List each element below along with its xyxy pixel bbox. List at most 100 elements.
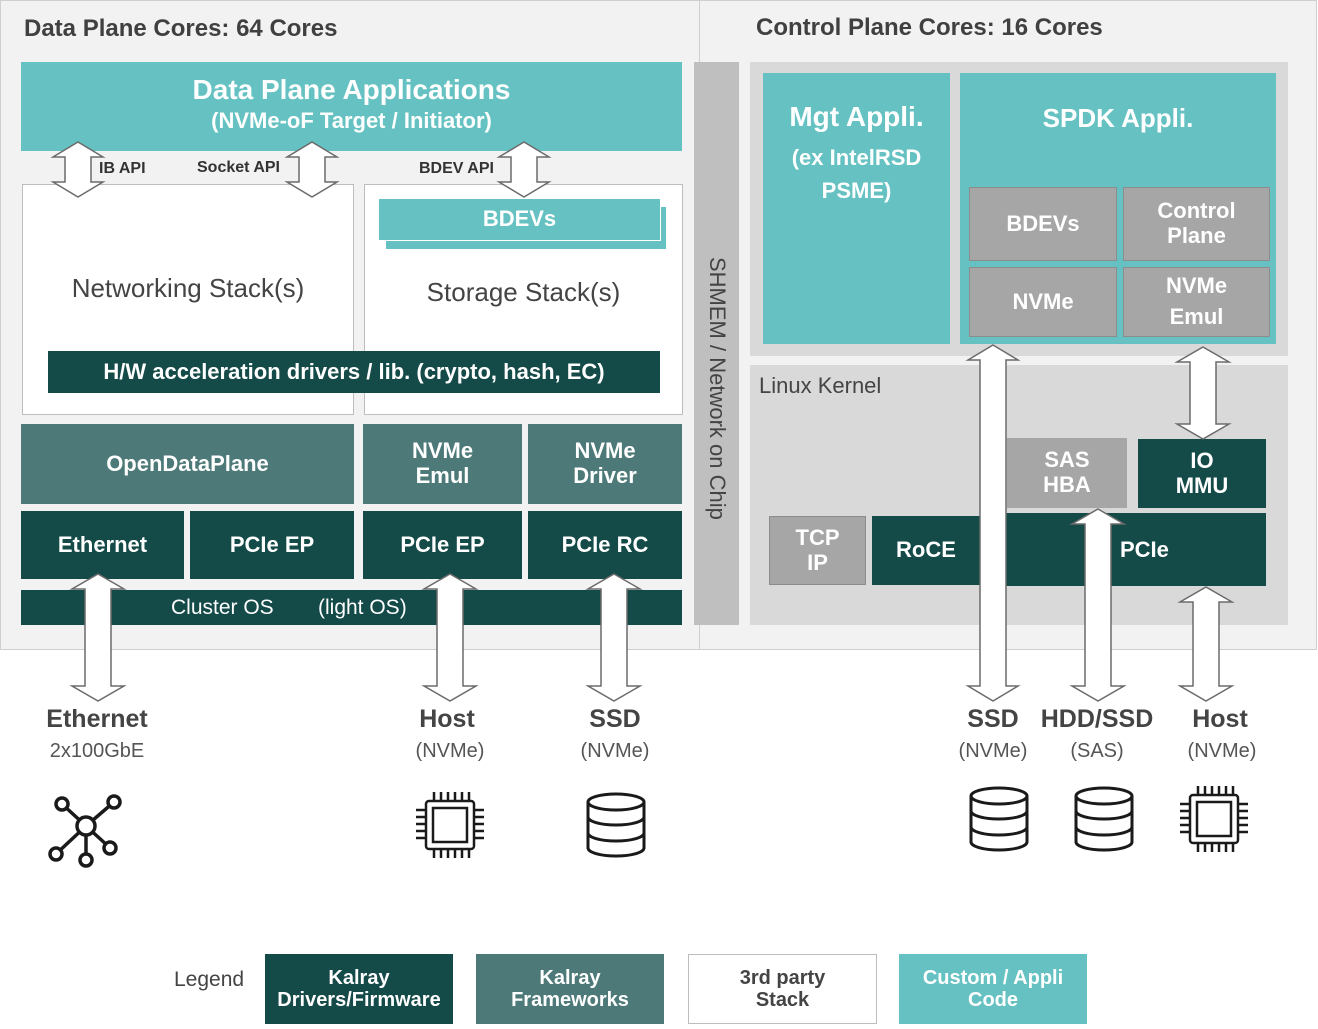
- endpoint-ssd-name: SSD: [589, 705, 641, 733]
- cp-nvme-label: NVMe: [1012, 288, 1074, 314]
- shmem-bar: SHMEM / Network on Chip: [694, 62, 739, 625]
- io-mmu-line1: IO: [1190, 447, 1214, 473]
- data-plane-applications: Data Plane Applications (NVMe-oF Target …: [21, 62, 682, 151]
- sas-hba-line1: SAS: [1044, 447, 1090, 473]
- endpoint-host-sub: (NVMe): [415, 740, 485, 762]
- pcie-label: PCIe: [1120, 537, 1169, 562]
- tcp-ip-line2: IP: [807, 549, 828, 575]
- database-icon: [586, 792, 646, 858]
- cluster-os-bar: Cluster OS (light OS): [21, 590, 682, 625]
- legend-kalray-frameworks-line1: Kalray: [539, 966, 601, 989]
- tcp-ip-block: TCP IP: [769, 516, 866, 585]
- host-arrow: [421, 573, 479, 702]
- bdevs-block: BDEVs: [378, 198, 661, 241]
- legend-custom-code-line2: Code: [968, 989, 1018, 1011]
- sas-arrow: [1069, 508, 1127, 702]
- control-plane-title: Control Plane Cores: 16 Cores: [756, 14, 1103, 41]
- linux-kernel-label: Linux Kernel: [759, 373, 882, 398]
- socket-api-arrow: [284, 141, 340, 198]
- endpoint-ethernet-name: Ethernet: [46, 705, 148, 733]
- endpoint-cp-host-sub: (NVMe): [1187, 740, 1257, 762]
- cp-bdevs-block: BDEVs: [969, 187, 1117, 261]
- cp-nvme-emul-line2: Emul: [1169, 304, 1224, 329]
- nvme-emul-line1: NVMe: [411, 438, 474, 464]
- pcie-ep-block-1: PCIe EP: [190, 511, 354, 579]
- io-mmu-arrow: [1174, 346, 1232, 440]
- mgt-appli-title: Mgt Appli.: [789, 101, 924, 132]
- socket-api-label: Socket API: [197, 159, 280, 176]
- tcp-ip-line1: TCP: [795, 524, 840, 550]
- light-os-label: (light OS): [318, 596, 407, 619]
- ssd-arrow: [585, 573, 643, 702]
- shmem-label: SHMEM / Network on Chip: [705, 257, 730, 520]
- control-plane-line2: Plane: [1167, 223, 1226, 248]
- mgt-appli-block: Mgt Appli. (ex IntelRSD PSME): [763, 73, 950, 344]
- nvme-emul-line2: Emul: [415, 463, 470, 488]
- bdev-api-arrow: [496, 141, 552, 198]
- legend-kalray-frameworks: Kalray Frameworks: [476, 954, 664, 1024]
- pcie-rc-block: PCIe RC: [528, 511, 682, 579]
- database-icon: [969, 786, 1029, 852]
- legend-kalray-frameworks-line2: Frameworks: [511, 989, 629, 1011]
- legend-3rd-party: 3rd party Stack: [688, 954, 877, 1024]
- endpoint-hdd-ssd-sub: (SAS): [1070, 740, 1124, 762]
- network-icon: [48, 794, 122, 868]
- chip-icon: [416, 792, 484, 858]
- database-icon: [1074, 786, 1134, 852]
- hw-acceleration-label: H/W acceleration drivers / lib. (crypto,…: [103, 358, 605, 384]
- legend-label: Legend: [174, 968, 245, 991]
- ib-api-label: IB API: [99, 160, 146, 177]
- data-plane-applications-subtitle: (NVMe-oF Target / Initiator): [211, 108, 492, 134]
- cp-ssd-arrow: [965, 344, 1021, 702]
- pcie-ep-label-2: PCIe EP: [400, 531, 485, 557]
- io-mmu-block: IO MMU: [1138, 439, 1266, 508]
- opendataplane-label: OpenDataPlane: [106, 450, 269, 476]
- pcie-ep-label-1: PCIe EP: [229, 531, 315, 557]
- nvme-driver-line2: Driver: [573, 463, 637, 488]
- hw-acceleration-drivers: H/W acceleration drivers / lib. (crypto,…: [48, 351, 660, 393]
- control-plane-block: Control Plane: [1123, 187, 1270, 261]
- ethernet-arrow: [69, 573, 127, 702]
- cp-host-arrow: [1177, 586, 1235, 702]
- control-plane-line1: Control: [1157, 198, 1236, 224]
- sas-hba-line2: HBA: [1043, 472, 1091, 497]
- ib-api-arrow: [50, 141, 106, 198]
- endpoint-cp-ssd-sub: (NVMe): [958, 740, 1028, 762]
- legend-3rd-party-line1: 3rd party: [739, 966, 826, 989]
- legend-3rd-party-line2: Stack: [755, 989, 810, 1011]
- pcie-ep-block-2: PCIe EP: [363, 511, 522, 579]
- chip-icon: [1180, 786, 1248, 852]
- legend-kalray-drivers-line1: Kalray: [328, 966, 390, 989]
- bdevs-label: BDEVs: [482, 206, 557, 232]
- sas-hba-block: SAS HBA: [1007, 438, 1127, 508]
- networking-stack-label: Networking Stack(s): [71, 273, 305, 303]
- bdev-api-label: BDEV API: [419, 160, 494, 177]
- endpoint-ethernet-sub: 2x100GbE: [49, 740, 145, 762]
- legend-custom-code-line1: Custom / Appli: [922, 966, 1064, 989]
- mgt-appli-sub-2: PSME): [821, 177, 892, 203]
- endpoint-cp-host-name: Host: [1192, 705, 1248, 733]
- roce-label: RoCE: [896, 537, 956, 563]
- endpoint-cp-ssd-name: SSD: [967, 705, 1019, 733]
- nvme-emul-block: NVMe Emul: [363, 424, 522, 504]
- pcie-rc-label: PCIe RC: [561, 531, 649, 557]
- nvme-driver-block: NVMe Driver: [528, 424, 682, 504]
- legend-custom-code: Custom / Appli Code: [899, 954, 1087, 1024]
- cp-nvme-emul-line1: NVMe: [1165, 273, 1228, 299]
- cluster-os-label: Cluster OS: [171, 596, 274, 619]
- endpoint-host-name: Host: [419, 705, 475, 733]
- opendataplane-block: OpenDataPlane: [21, 424, 354, 504]
- ethernet-driver-label: Ethernet: [57, 531, 148, 557]
- storage-stack-label: Storage Stack(s): [426, 277, 621, 307]
- legend-kalray-drivers-line2: Drivers/Firmware: [277, 989, 441, 1011]
- spdk-appli-title: SPDK Appli.: [1042, 103, 1194, 133]
- nvme-driver-line1: NVMe: [574, 438, 636, 464]
- endpoint-ssd-sub: (NVMe): [580, 740, 650, 762]
- data-plane-applications-title: Data Plane Applications: [192, 74, 511, 105]
- endpoint-hdd-ssd-name: HDD/SSD: [1040, 705, 1154, 733]
- cp-bdevs-label: BDEVs: [1006, 210, 1080, 236]
- data-plane-title: Data Plane Cores: 64 Cores: [24, 15, 338, 42]
- mgt-appli-sub-1: (ex IntelRSD: [791, 145, 922, 171]
- io-mmu-line2: MMU: [1175, 472, 1229, 498]
